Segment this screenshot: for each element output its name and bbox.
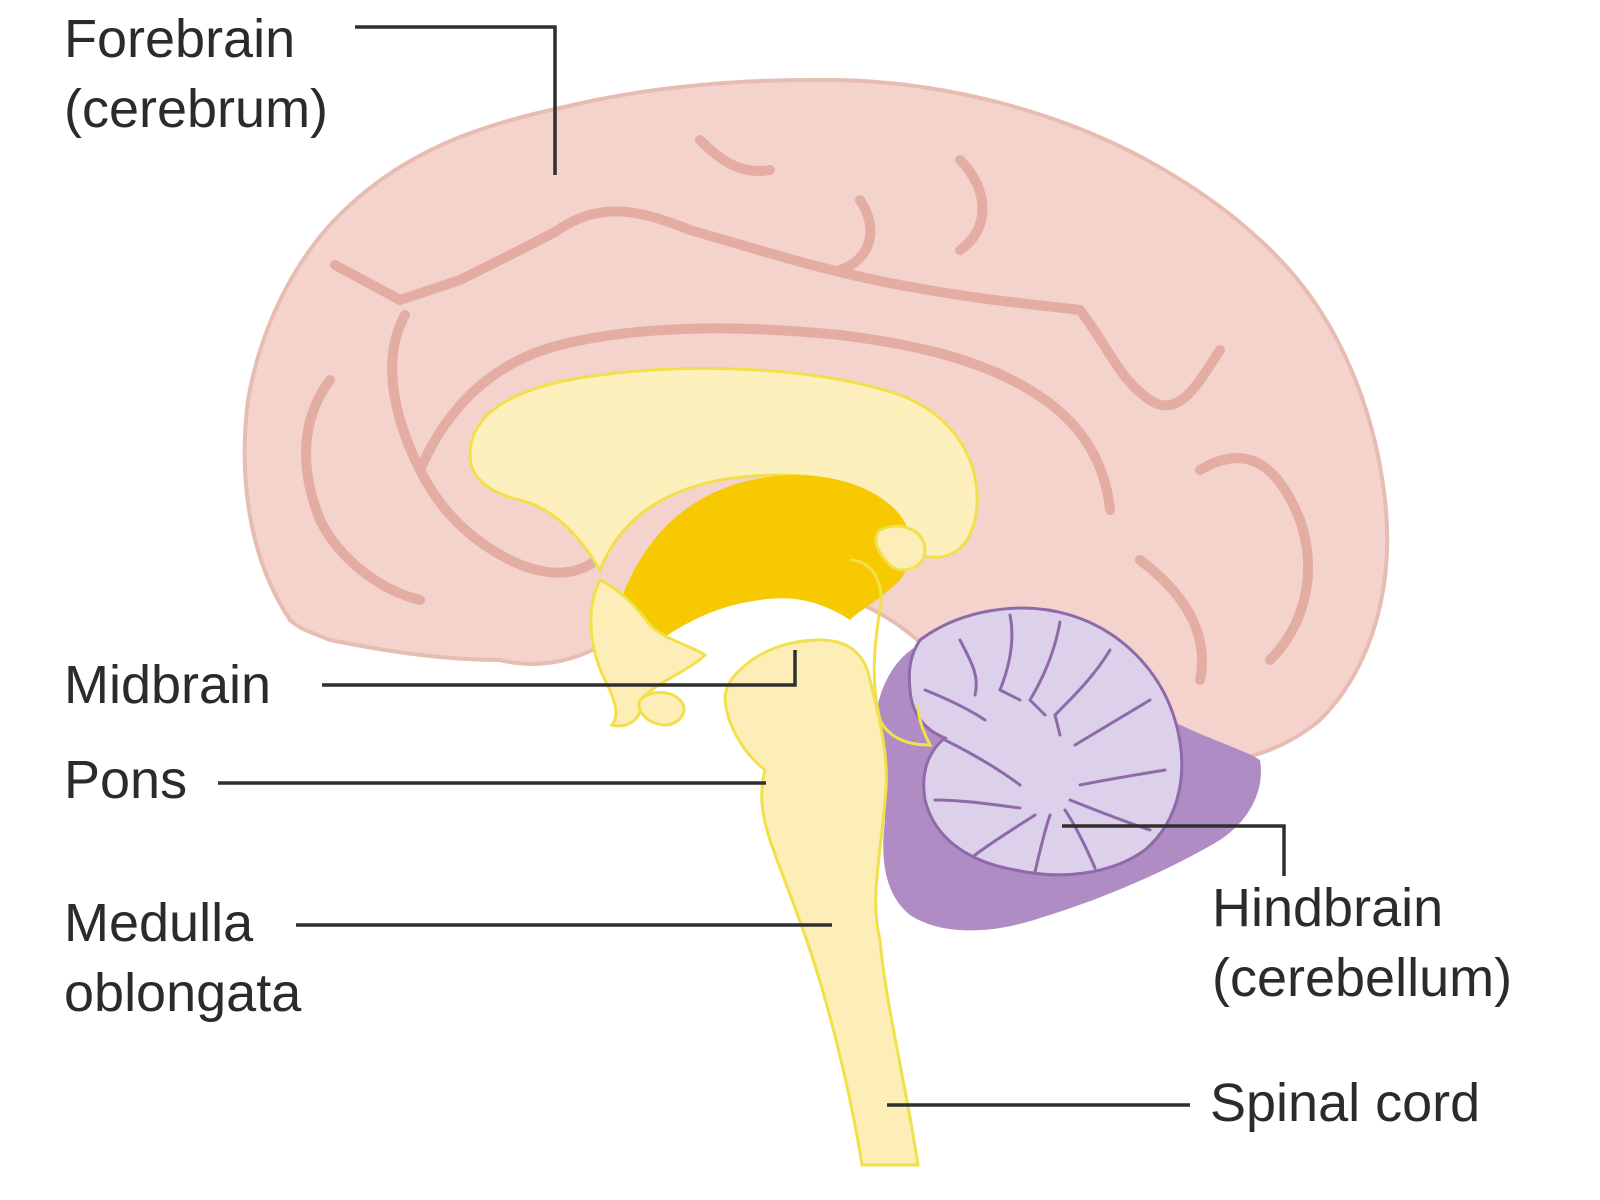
- leader-hindbrain: [1062, 824, 1286, 876]
- leader-midbrain: [322, 650, 797, 687]
- label-forebrain: Forebrain (cerebrum): [64, 4, 328, 144]
- label-spinal-cord: Spinal cord: [1210, 1068, 1480, 1138]
- label-pons-text: Pons: [64, 750, 188, 810]
- cerebrum-sulci: [301, 135, 1313, 685]
- leader-forebrain: [355, 25, 557, 175]
- cerebellum: [907, 606, 1184, 877]
- brainstem: [723, 638, 920, 1167]
- label-hindbrain-line1: Hindbrain: [1212, 878, 1444, 938]
- cerebellum-folia: [923, 613, 1167, 874]
- label-hindbrain-line2: (cerebellum): [1212, 948, 1513, 1008]
- label-midbrain: Midbrain: [64, 650, 271, 720]
- label-medulla-line2: oblongata: [64, 963, 302, 1023]
- hypothalamus-folds: [589, 524, 927, 728]
- label-forebrain-line2: (cerebrum): [64, 79, 329, 139]
- midbrain-region: [615, 474, 912, 648]
- label-hindbrain: Hindbrain (cerebellum): [1212, 873, 1512, 1013]
- label-medulla: Medulla oblongata: [64, 888, 301, 1028]
- label-midbrain-text: Midbrain: [64, 655, 272, 715]
- label-pons: Pons: [64, 745, 187, 815]
- label-spinal-cord-text: Spinal cord: [1210, 1073, 1481, 1133]
- label-forebrain-line1: Forebrain: [64, 9, 296, 69]
- label-medulla-line1: Medulla: [64, 893, 254, 953]
- cerebral-aqueduct-fold: [849, 558, 933, 747]
